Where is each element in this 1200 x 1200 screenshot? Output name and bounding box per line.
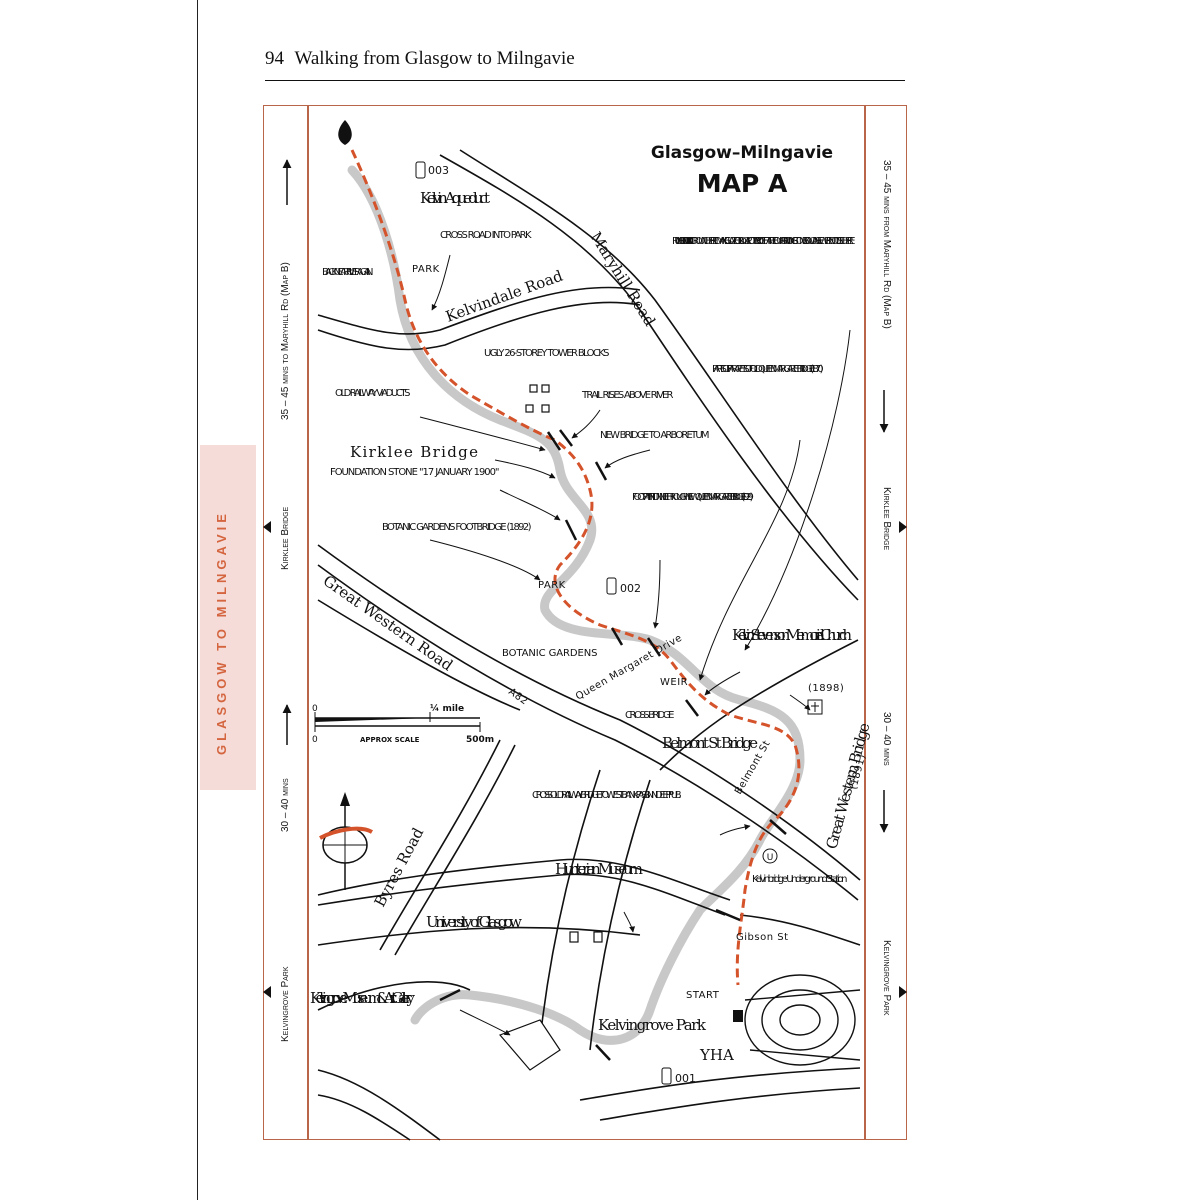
label-kirklee-bridge: Kirklee Bridge [350,443,478,461]
label-queen-margaret-drive: Queen Margaret Drive [574,633,684,703]
underground-icon [762,848,778,864]
hostel-icon [733,1010,743,1022]
label-botanic-gardens: BOTANIC GARDENS [502,648,598,659]
scale-zero-m: 0 [312,735,318,745]
label-weir: WEIR [660,677,688,688]
waypoint-001: 001 [675,1072,696,1085]
label-kelvin-stevenson: Kelvin Stevenson Memorial Church [732,626,852,644]
walking-route [350,149,801,986]
map-frame-inner-left [307,105,309,1140]
map-b-marker: B [338,120,352,145]
chapter-tab: GLASGOW TO MILNGAVIE [200,445,256,790]
label-foundation-stone: FOUNDATION STONE "17 JANUARY 1900" [330,467,500,478]
page-edge-triangles [263,521,907,998]
river-kelvin [347,165,805,1045]
label-cross-bridge: CROSS BRIDGE [625,710,675,721]
label-botanic-footbridge: BOTANIC GARDENS FOOTBRIDGE (1892) [382,522,532,533]
park-crescents [744,974,861,1066]
label-maryhill-road: Maryhill Road [587,229,660,330]
label-kelvindale-road: Kelvindale Road [443,267,565,326]
label-cross-road: CROSS ROAD INTO PARK [440,230,532,241]
label-kelvinbridge: Kelvinbridge Underground Station [752,874,848,885]
label-trail-rises: TRAIL RISES ABOVE RIVER [581,390,674,401]
label-church-year: (1898) [808,683,844,694]
label-cross-old-rail: CROSS OLD RAILWAY BRIDGE TO WEST BANK. P… [532,790,682,801]
margin-arrows [282,159,889,833]
underground-symbol: U [767,853,774,863]
label-kelvingrove-museum: Kelvingrove Museum & Art Gallery [310,989,416,1007]
label-a82: A82 [506,686,530,707]
byres-road [379,739,501,951]
leader-lines [419,254,851,1036]
label-belmont-bridge: Belmont St Bridge [662,734,758,752]
buildings [498,384,603,1071]
great-western-road [317,544,861,881]
map-title: Glasgow–Milngavie [651,143,833,163]
map-frame [263,105,907,1140]
label-footpath-tunnel: FOOTPATH IN TUNNEL THROUGH NEW QUEEN MAR… [632,492,754,503]
map-frame-inner-right [864,105,866,1140]
label-back-near-river: BACK NEAR RIVER AGAIN [322,267,374,278]
scale-zero-mile: 0 [312,704,318,714]
scale-quarter-mile: ¼ mile [430,703,464,714]
maryhill-road [439,154,859,601]
label-byres-road: Byres Road [371,824,428,910]
label-parapets: PARTS OF PARAPETS OF OLD QUEEN MARGARET … [712,364,824,375]
map-subtitle: MAP A [697,169,788,198]
label-hunterian: Hunterian Museum [555,860,643,878]
label-old-railway: OLD RAILWAY VIADUCTS [335,388,411,399]
label-university: University of Glasgow [426,913,522,931]
header-rule [265,80,905,81]
label-park-1: PARK [412,264,440,275]
label-kelvingrove-park: Kelvingrove Park [598,1016,707,1034]
label-new-bridge: NEW BRIDGE TO ARBORETUM [600,430,710,441]
church-cross-icon [811,702,819,712]
label-great-western-road: Great Western Road [320,572,457,675]
scale-500m: 500m [466,735,494,745]
label-start: START [686,990,720,1001]
waypoint-003: 003 [428,164,449,177]
waypoint-002: 002 [620,582,641,595]
scale-bar: 0 ¼ mile 0 APPROX SCALE 500m [312,703,494,745]
page-title: Walking from Glasgow to Milngavie [294,48,575,69]
page-number: 94 [265,48,284,69]
compass-icon [319,792,374,890]
label-kelvin-aqueduct: Kelvin Aqueduct [420,189,490,207]
label-flint-mill: RUINS OF FLINT MILL. FLINT GROUND HERE T… [672,236,856,247]
kelvindale-road [317,286,641,335]
page-spine [197,0,198,1200]
label-park-2: PARK [538,580,566,591]
map-b-label: B [342,133,349,143]
label-yha: YHA [699,1046,734,1064]
page-header: 94 Walking from Glasgow to Milngavie [265,48,905,81]
label-tower-blocks: UGLY 26-STOREY TOWER BLOCKS [484,348,610,359]
gps-waypoint-icon [415,161,672,1085]
roads [317,149,861,1141]
label-gibson-st: Gibson St [736,932,789,943]
scale-label: APPROX SCALE [360,736,420,744]
bridge-marks [439,429,787,1061]
